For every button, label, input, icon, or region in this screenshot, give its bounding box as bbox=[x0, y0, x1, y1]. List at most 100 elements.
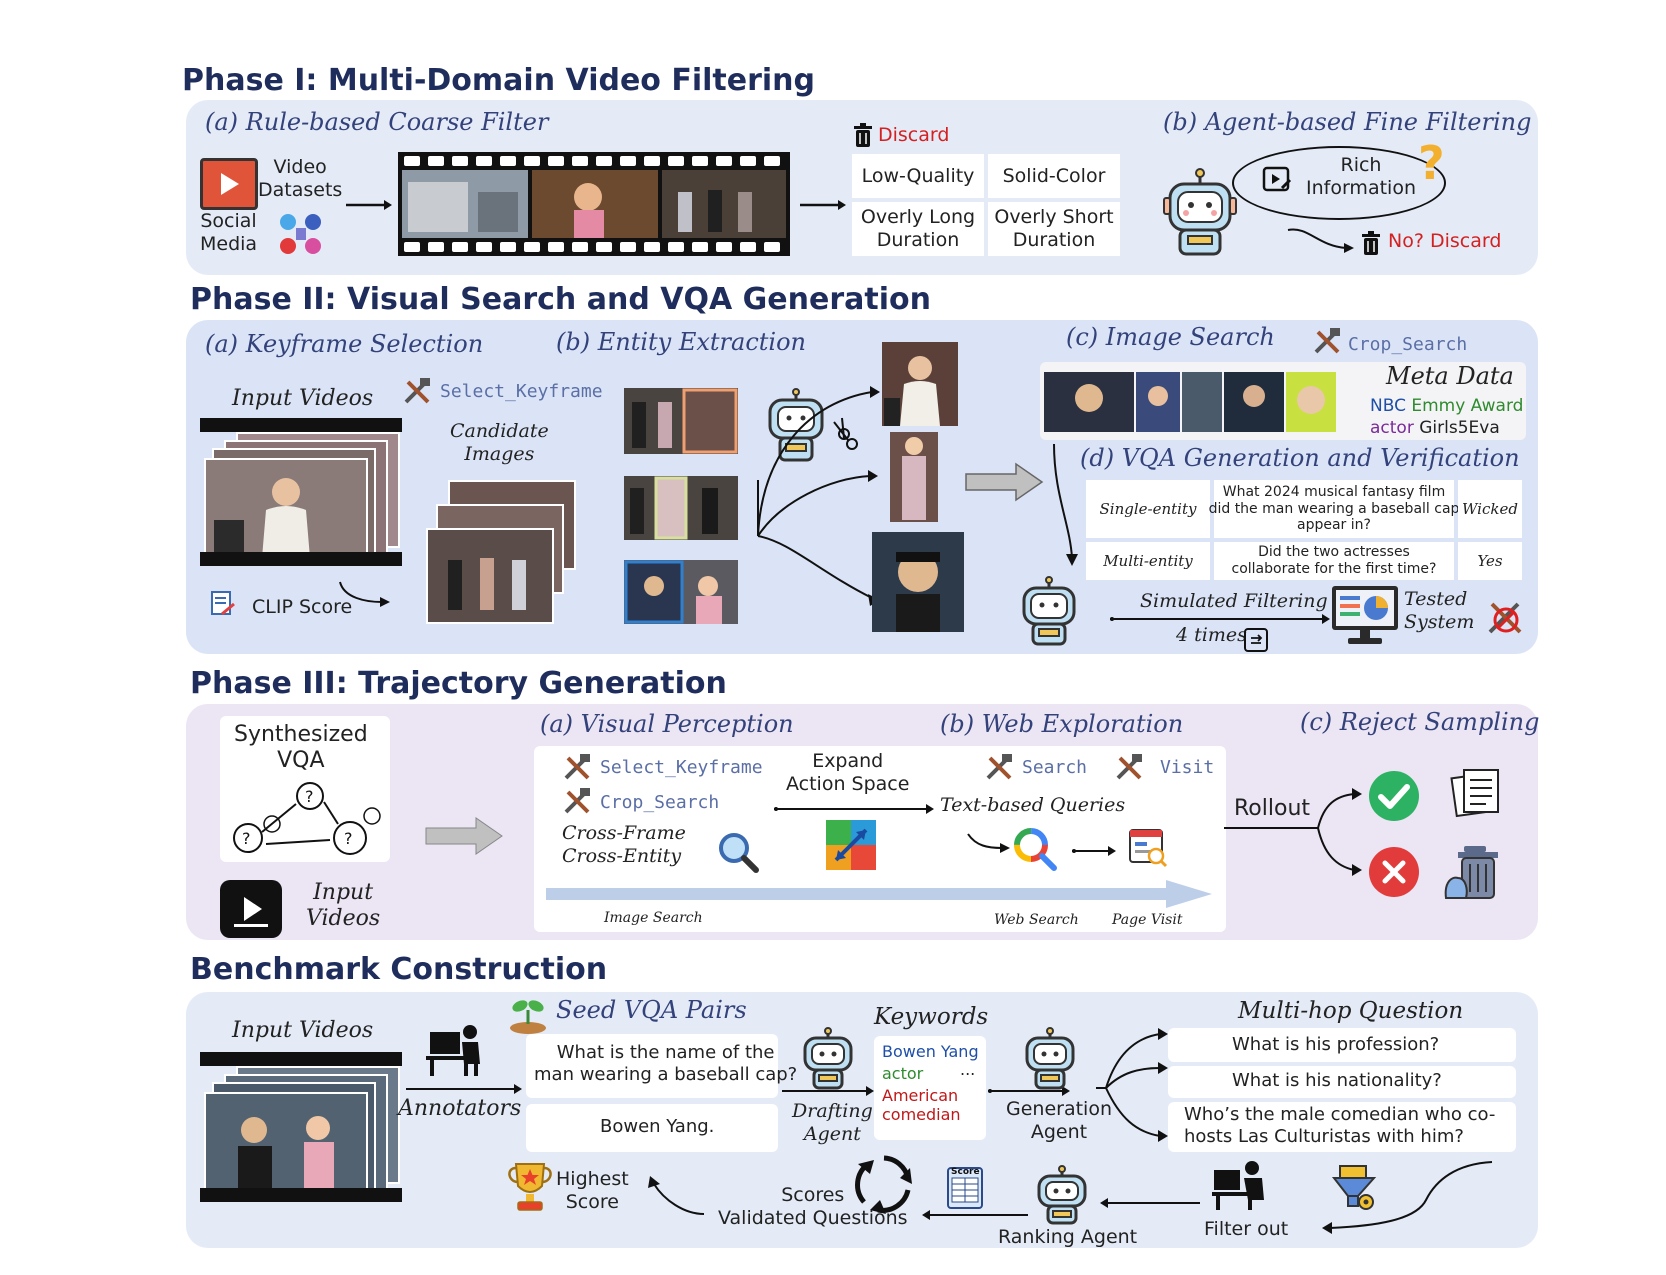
arrow-to-page-visit bbox=[1072, 846, 1116, 856]
entity-thumb-3 bbox=[624, 560, 738, 624]
crop-search-tool-p2: Crop_Search bbox=[1348, 334, 1468, 355]
entity-thumb-1 bbox=[624, 388, 738, 454]
arrow-to-no-discard bbox=[1287, 228, 1354, 253]
expand-icon bbox=[826, 820, 876, 870]
web-exploration-title: (b) Web Exploration bbox=[940, 710, 1184, 738]
filter-out-label: Filter out bbox=[1204, 1218, 1289, 1240]
hammer-wrench-icon-2 bbox=[1312, 326, 1342, 356]
input-videos-label-p2: Input Videos bbox=[232, 386, 374, 411]
robot-drafting-icon bbox=[800, 1027, 856, 1092]
drafting-agent-label: Drafting Agent bbox=[792, 1100, 873, 1145]
multihop-title: Multi-hop Question bbox=[1238, 998, 1464, 1024]
meta-actor: actor bbox=[1370, 418, 1414, 438]
keyframe-selection-title: (a) Keyframe Selection bbox=[205, 330, 484, 358]
keyword-actor: actor bbox=[882, 1064, 924, 1083]
four-times-label: 4 times bbox=[1176, 624, 1247, 646]
meta-emmy: Emmy Award bbox=[1411, 396, 1524, 416]
clip-score-label: CLIP Score bbox=[252, 596, 353, 618]
hammer-wrench-icon-6 bbox=[1114, 752, 1144, 782]
select-keyframe-tool-p3: Select_Keyframe bbox=[600, 757, 763, 778]
entity-extraction-title: (b) Entity Extraction bbox=[556, 328, 806, 356]
bench-video-stack bbox=[200, 1052, 406, 1204]
multihop-question-1: What is his profession? bbox=[1232, 1034, 1440, 1055]
no-tools-icon bbox=[1484, 596, 1526, 638]
keyword-ellipsis: ... bbox=[960, 1060, 976, 1079]
vqa-type-single: Single-entity bbox=[1086, 480, 1210, 538]
score-sheet-icon: Score bbox=[946, 1166, 984, 1210]
svg-text:?: ? bbox=[305, 787, 314, 806]
funnel-gear-icon bbox=[1331, 1164, 1377, 1212]
repeat-icon bbox=[1244, 628, 1268, 652]
annotators-label: Annotators bbox=[398, 1096, 522, 1121]
filter-short-duration: Overly Short Duration bbox=[988, 202, 1120, 256]
filter-person-desk-icon bbox=[1212, 1154, 1270, 1212]
big-right-arrow-p3 bbox=[425, 817, 503, 855]
generation-agent-label: Generation Agent bbox=[1006, 1098, 1112, 1143]
cropped-entity-1 bbox=[882, 342, 958, 426]
tested-system-label: Tested System bbox=[1404, 588, 1475, 633]
video-datasets-label: Video Datasets bbox=[258, 156, 343, 201]
cropped-entity-2 bbox=[890, 432, 938, 522]
synthesized-vqa-label: Synthesized VQA bbox=[234, 722, 368, 774]
filmstrip-raw-videos bbox=[398, 152, 790, 256]
video-edit-icon bbox=[1262, 164, 1292, 194]
vqa-generation-title: (d) VQA Generation and Verification bbox=[1080, 444, 1520, 472]
ranking-agent-label: Ranking Agent bbox=[998, 1226, 1138, 1248]
web-page-icon bbox=[1128, 828, 1168, 868]
arrow-clip-to-candidates bbox=[339, 581, 390, 607]
filter-low-quality: Low-Quality bbox=[852, 154, 984, 198]
vqa-type-multi: Multi-entity bbox=[1086, 542, 1210, 580]
phase2-title: Phase II: Visual Search and VQA Generati… bbox=[190, 282, 931, 317]
cropped-entity-3 bbox=[872, 532, 964, 632]
keywords-box bbox=[874, 1036, 986, 1140]
magnifier-icon bbox=[716, 830, 760, 874]
arrow-metadata-to-robot bbox=[1053, 443, 1078, 566]
cycle-icon bbox=[852, 1152, 916, 1216]
hammer-wrench-icon-5 bbox=[984, 752, 1014, 782]
meta-data-label: Meta Data bbox=[1386, 362, 1514, 390]
phase1-fine-title: (b) Agent-based Fine Filtering bbox=[1163, 108, 1532, 136]
multihop-question-3: Who’s the male comedian who co- hosts La… bbox=[1184, 1104, 1496, 1147]
crop-search-tool-p3: Crop_Search bbox=[600, 792, 720, 813]
keywords-title: Keywords bbox=[874, 1004, 989, 1030]
arrow-sources-to-film bbox=[346, 200, 392, 210]
google-search-icon bbox=[1012, 826, 1058, 872]
discard-label: Discard bbox=[878, 124, 950, 146]
svg-text:?: ? bbox=[242, 829, 251, 848]
phase1-coarse-title: (a) Rule-based Coarse Filter bbox=[205, 108, 549, 136]
image-search-title: (c) Image Search bbox=[1066, 323, 1275, 351]
visual-perception-title: (a) Visual Perception bbox=[540, 710, 794, 738]
meta-nbc: NBC bbox=[1370, 396, 1406, 416]
rich-information-label: Rich Information bbox=[1306, 154, 1416, 199]
multihop-q3-box bbox=[1168, 1102, 1516, 1152]
image-search-label: Image Search bbox=[604, 910, 703, 926]
hammer-wrench-icon-3 bbox=[562, 752, 592, 782]
video-player-icon bbox=[200, 158, 258, 210]
timeline-arrow bbox=[546, 880, 1212, 908]
seed-answer: Bowen Yang. bbox=[600, 1116, 715, 1137]
filter-solid-color: Solid-Color bbox=[988, 154, 1120, 198]
highest-score-label: Highest Score bbox=[556, 1168, 629, 1213]
robot-verifier-icon bbox=[1018, 576, 1080, 648]
trajectory-box bbox=[534, 746, 1226, 932]
input-video-stack bbox=[200, 418, 406, 568]
annotator-desk-icon bbox=[426, 1018, 486, 1078]
page-visit-label: Page Visit bbox=[1112, 912, 1183, 928]
search-result-images bbox=[1044, 372, 1336, 434]
keyword-american-comedian: American comedian bbox=[882, 1086, 961, 1125]
trash-icon bbox=[852, 122, 874, 148]
search-tool-p3: Search bbox=[1022, 757, 1088, 778]
social-media-label: Social Media bbox=[200, 210, 258, 255]
score-icon-text: Score bbox=[951, 1167, 980, 1177]
visit-tool-p3: Visit bbox=[1160, 757, 1215, 778]
input-videos-label-p3: Input Videos bbox=[306, 880, 381, 932]
entity-branch-arrows bbox=[757, 386, 880, 606]
seed-answer-box bbox=[526, 1104, 778, 1152]
vqa-answer-single: Wicked bbox=[1458, 480, 1522, 538]
arrow-ranking-to-scores bbox=[922, 1210, 1028, 1220]
question-mark-icon: ? bbox=[1418, 136, 1445, 190]
arrow-film-to-filters bbox=[800, 200, 846, 210]
no-discard-label: No? Discard bbox=[1388, 230, 1502, 252]
chat-bubbles-icon: ??? bbox=[226, 780, 386, 860]
robot-generation-icon bbox=[1022, 1027, 1078, 1092]
